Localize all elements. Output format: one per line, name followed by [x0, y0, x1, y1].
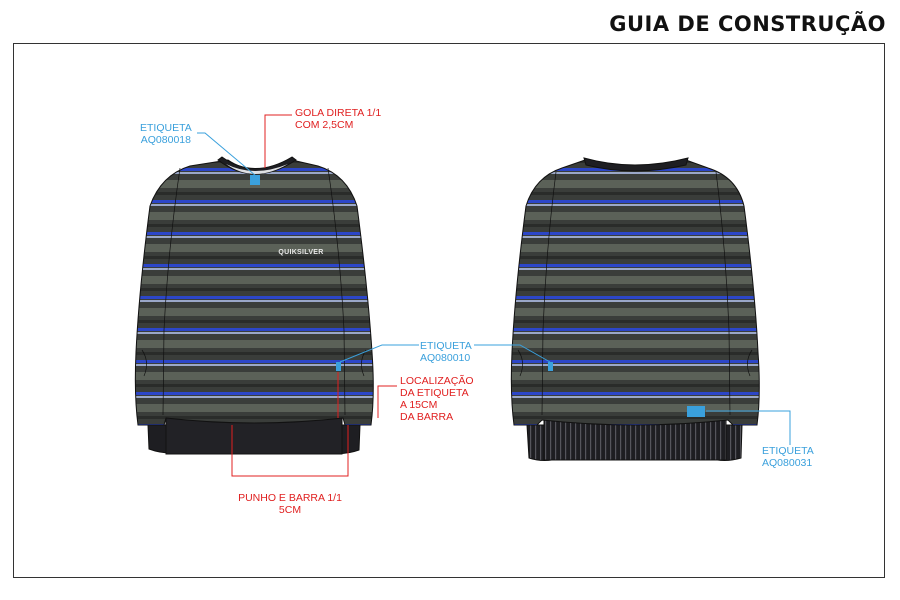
drawing-frame	[13, 43, 885, 578]
back-body	[510, 159, 760, 426]
annotation-cuff-spec: PUNHO E BARRA 1/1 5CM	[238, 492, 342, 516]
front-body	[134, 159, 374, 426]
sweater-front: QUIKSILVER	[134, 156, 374, 455]
back-label-tag	[687, 406, 705, 417]
annotation-label-collar: ETIQUETA AQ080018	[140, 122, 192, 146]
annotation-label-back: ETIQUETA AQ080031	[762, 445, 814, 469]
annotation-collar-spec: GOLA DIRETA 1/1 COM 2,5CM	[295, 107, 382, 131]
sweater-back	[510, 157, 760, 461]
page-title: GUIA DE CONSTRUÇÃO	[609, 12, 886, 36]
collar-label-tag	[250, 175, 260, 185]
annotation-label-side: ETIQUETA AQ080010	[420, 340, 472, 364]
back-collar	[583, 157, 689, 172]
annotation-label-location: LOCALIZAÇÃO DA ETIQUETA A 15CM DA BARRA	[400, 375, 474, 423]
side-label-tag	[336, 362, 341, 371]
back-side-label-tag	[548, 362, 553, 371]
quiksilver-logo: QUIKSILVER	[278, 249, 323, 256]
callouts	[197, 114, 791, 477]
back-hem-band	[543, 419, 727, 461]
